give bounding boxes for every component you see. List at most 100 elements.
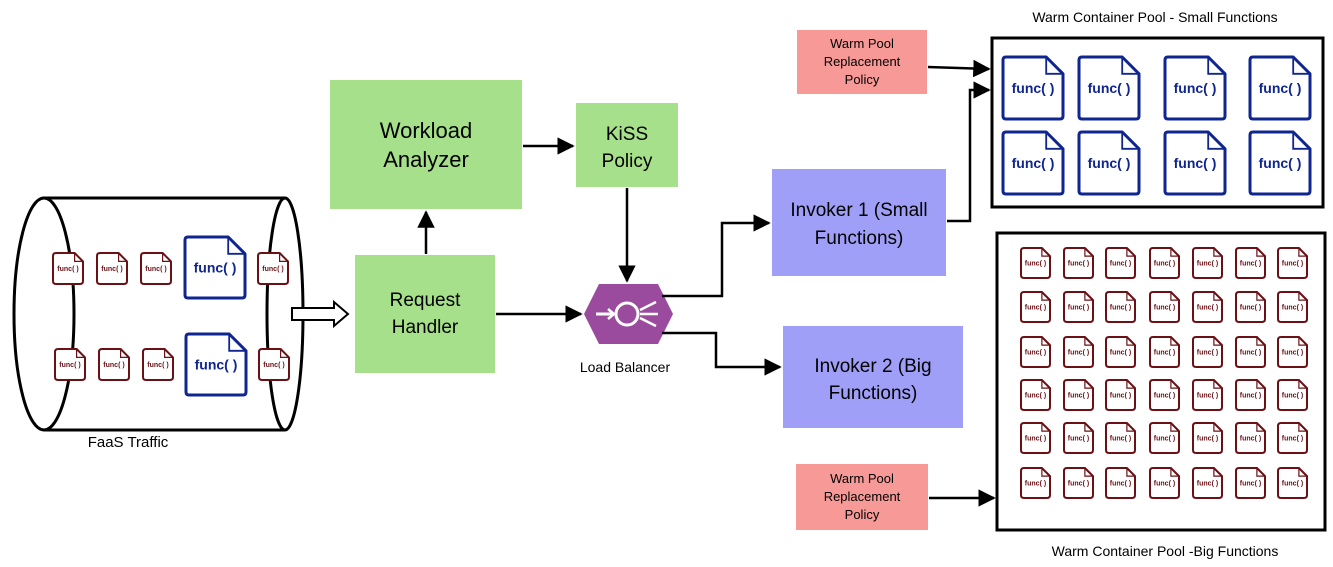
func-label: func( ) xyxy=(1174,155,1217,171)
func-document-icon: func( ) xyxy=(1020,247,1051,279)
func-document-icon: func( ) xyxy=(1235,247,1266,279)
func-document-icon: func( ) xyxy=(1192,379,1223,411)
func-document-icon: func( ) xyxy=(1001,55,1065,121)
invoker-2-line2: Functions) xyxy=(829,383,918,404)
kiss-policy-box xyxy=(576,103,678,187)
func-label: func( ) xyxy=(1025,392,1046,399)
workload-analyzer-box xyxy=(330,80,522,209)
func-label: func( ) xyxy=(1240,349,1261,356)
func-document-icon: func( ) xyxy=(1235,379,1266,411)
func-label: func( ) xyxy=(1068,435,1089,442)
kiss-policy-line1: KiSS xyxy=(606,124,648,145)
func-document-icon: func( ) xyxy=(1192,336,1223,368)
func-label: func( ) xyxy=(1240,392,1261,399)
func-label: func( ) xyxy=(1110,435,1131,442)
func-document-icon: func( ) xyxy=(1149,291,1180,323)
func-document-icon: func( ) xyxy=(1020,336,1051,368)
replacement-policy-top-line3: Policy xyxy=(845,72,880,87)
request-handler-line1: Request xyxy=(390,290,461,311)
func-label: func( ) xyxy=(145,266,166,273)
faas-traffic-cylinder xyxy=(12,196,305,432)
func-label: func( ) xyxy=(1240,304,1261,311)
invoker-2-box xyxy=(783,326,963,428)
small-pool-container xyxy=(990,36,1325,209)
func-document-icon: func( ) xyxy=(1163,130,1227,196)
invoker-1-line2: Functions) xyxy=(815,228,904,249)
func-label: func( ) xyxy=(1068,480,1089,487)
func-label: func( ) xyxy=(57,266,78,273)
func-label: func( ) xyxy=(1068,349,1089,356)
arrow-invoker1-to-small-pool xyxy=(947,81,991,223)
func-label: func( ) xyxy=(1110,480,1131,487)
big-pool-func-grid: func( ) func( ) func( ) func( ) func( ) func(… xyxy=(1020,247,1308,499)
func-label: func( ) xyxy=(1068,260,1089,267)
func-document-icon: func( ) xyxy=(1105,247,1136,279)
func-label: func( ) xyxy=(1282,260,1303,267)
func-document-icon: func( ) xyxy=(1192,247,1223,279)
func-document-icon: func( ) xyxy=(1277,422,1308,454)
func-document-icon: func( ) xyxy=(1105,336,1136,368)
func-label: func( ) xyxy=(1110,260,1131,267)
invoker-1-box xyxy=(772,169,946,276)
func-label: func( ) xyxy=(1068,392,1089,399)
replacement-policy-bottom-box xyxy=(796,464,928,530)
func-label: func( ) xyxy=(263,362,284,369)
func-document-icon: func( ) xyxy=(1063,379,1094,411)
big-pool-title: Warm Container Pool -Big Functions xyxy=(1052,543,1279,559)
func-label: func( ) xyxy=(195,356,238,372)
func-label: func( ) xyxy=(1282,392,1303,399)
invoker-2-line1: Invoker 2 (Big xyxy=(814,356,931,377)
small-pool-title: Warm Container Pool - Small Functions xyxy=(1032,9,1277,25)
func-document-icon: func( ) xyxy=(1235,422,1266,454)
func-document-icon: func( ) xyxy=(1105,467,1136,499)
arrow-policy-to-small-pool xyxy=(927,59,991,78)
func-document-icon: func( ) xyxy=(1105,422,1136,454)
func-label: func( ) xyxy=(101,266,122,273)
func-document-icon: func( ) xyxy=(1149,422,1180,454)
func-document-icon: func( ) xyxy=(1105,379,1136,411)
func-document-icon: func( ) xyxy=(140,252,172,285)
func-label: func( ) xyxy=(1154,480,1175,487)
func-label: func( ) xyxy=(1110,349,1131,356)
func-label: func( ) xyxy=(1088,80,1131,96)
func-label: func( ) xyxy=(147,362,168,369)
workload-analyzer-line1: Workload xyxy=(380,118,473,143)
func-document-icon: func( ) xyxy=(1192,291,1223,323)
func-label: func( ) xyxy=(1282,304,1303,311)
func-label: func( ) xyxy=(1025,349,1046,356)
func-document-icon: func( ) xyxy=(1277,379,1308,411)
func-label: func( ) xyxy=(1012,155,1055,171)
func-document-icon: func( ) xyxy=(142,348,174,381)
func-document-icon: func( ) xyxy=(96,252,128,285)
func-document-icon: func( ) xyxy=(1235,336,1266,368)
func-label: func( ) xyxy=(1197,349,1218,356)
func-document-icon: func( ) xyxy=(257,252,289,285)
invoker-1-line1: Invoker 1 (Small xyxy=(790,200,927,221)
func-document-icon: func( ) xyxy=(1192,467,1223,499)
func-label: func( ) xyxy=(1025,260,1046,267)
func-label: func( ) xyxy=(1240,435,1261,442)
func-document-icon: func( ) xyxy=(1248,55,1312,121)
func-document-icon: func( ) xyxy=(98,348,130,381)
func-document-icon: func( ) xyxy=(1277,291,1308,323)
func-document-icon: func( ) xyxy=(1163,55,1227,121)
func-label: func( ) xyxy=(1110,304,1131,311)
replacement-policy-bottom-line2: Replacement xyxy=(824,489,901,504)
func-label: func( ) xyxy=(1282,349,1303,356)
func-document-icon: func( ) xyxy=(1063,336,1094,368)
func-document-icon: func( ) xyxy=(1149,247,1180,279)
replacement-policy-top-line1: Warm Pool xyxy=(830,36,894,51)
func-document-icon: func( ) xyxy=(1063,422,1094,454)
replacement-policy-bottom-line1: Warm Pool xyxy=(830,471,894,486)
replacement-policy-top-box xyxy=(797,30,927,94)
func-document-icon: func( ) xyxy=(1149,379,1180,411)
func-document-icon: func( ) xyxy=(1192,422,1223,454)
func-document-icon: func( ) xyxy=(1277,336,1308,368)
func-document-icon: func( ) xyxy=(1277,247,1308,279)
func-document-icon: func( ) xyxy=(1149,336,1180,368)
func-document-icon: func( ) xyxy=(1277,467,1308,499)
request-handler-box xyxy=(355,255,495,373)
func-document-icon: func( ) xyxy=(1020,379,1051,411)
traffic-func-group: func( ) func( ) func( ) func( ) func( ) func(… xyxy=(52,235,290,397)
